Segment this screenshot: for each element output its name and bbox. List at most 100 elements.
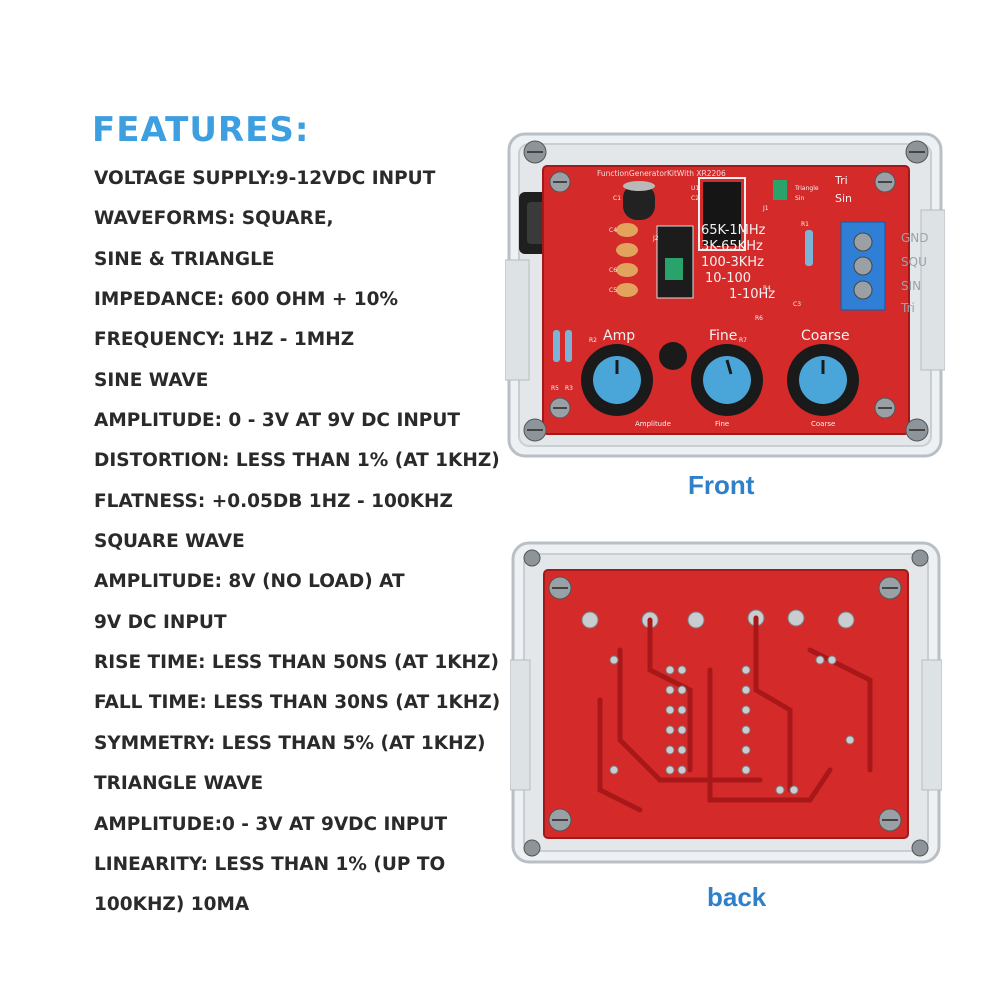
capacitor-top: [623, 181, 655, 191]
back-board-photo: [510, 541, 942, 864]
bottom-label: Amplitude: [635, 420, 671, 428]
component-label: R5: [551, 385, 559, 392]
screw-icon: [549, 397, 571, 419]
feature-item: FALL TIME: LESS THAN 30NS (AT 1KHZ): [94, 692, 501, 714]
amp-knob: [581, 344, 653, 416]
case-side-left: [510, 659, 531, 791]
jumper-cap: [665, 258, 683, 280]
features-title: FEATURES:: [92, 110, 310, 150]
bottom-label: Coarse: [811, 420, 835, 428]
wave-jumper-cap: [773, 180, 787, 200]
screw-icon: [874, 397, 896, 419]
range-label: 1-10Hz: [729, 287, 775, 302]
electrolytic-capacitor: [623, 184, 655, 220]
ceramic-capacitor: [616, 263, 638, 277]
component-label: J1: [762, 205, 769, 212]
component-label: J2: [652, 235, 659, 242]
feature-item: IMPEDANCE: 600 OHM + 10%: [94, 289, 399, 311]
terminal-screw-icon: [853, 232, 873, 252]
screw-icon: [878, 576, 902, 600]
feature-item: AMPLITUDE: 8V (NO LOAD) AT: [94, 571, 405, 593]
knob-label: Coarse: [801, 328, 850, 344]
component-label: C6: [609, 267, 617, 274]
resistor: [565, 330, 572, 362]
screw-icon: [548, 576, 572, 600]
terminal-label: Tri: [900, 301, 915, 315]
resistor: [805, 230, 813, 266]
screw-icon: [523, 549, 541, 567]
component-label: C1: [613, 195, 621, 202]
feature-item: SQUARE WAVE: [94, 531, 245, 553]
screw-icon: [878, 808, 902, 832]
feature-item: FREQUENCY: 1HZ - 1MHZ: [94, 329, 355, 351]
case-side-left: [505, 259, 530, 381]
feature-item: SINE WAVE: [94, 369, 209, 391]
wave-label: Tri: [834, 174, 848, 187]
feature-item: RISE TIME: LESS THAN 50NS (AT 1KHZ): [94, 652, 499, 674]
knob-label: Amp: [603, 328, 635, 344]
small-solder-pads: [609, 655, 855, 795]
case-side-right: [921, 659, 942, 791]
ceramic-capacitor: [616, 223, 638, 237]
range-label: 65K-1MHz: [701, 223, 766, 238]
case-side-right: [920, 209, 945, 371]
screw-icon: [549, 171, 571, 193]
terminal-label: SIN: [901, 279, 921, 293]
screw-icon: [905, 418, 929, 442]
feature-item: VOLTAGE SUPPLY:9-12VDC INPUT: [94, 168, 436, 189]
pcb-back: [543, 569, 909, 839]
feature-item: DISTORTION: LESS THAN 1% (AT 1KHZ): [94, 450, 500, 472]
screw-icon: [911, 549, 929, 567]
ic-socket: [698, 177, 746, 251]
ceramic-capacitor: [616, 283, 638, 297]
terminal-label: GND: [901, 231, 929, 245]
feature-item: SYMMETRY: LESS THAN 5% (AT 1KHZ): [94, 732, 486, 754]
screw-icon: [911, 839, 929, 857]
feature-item: LINEARITY: LESS THAN 1% (UP TO: [94, 853, 446, 875]
component-label: C3: [793, 301, 801, 308]
bottom-label: Fine: [715, 420, 729, 428]
feature-item: 100KHZ) 10MA: [94, 894, 250, 916]
terminal-label: SQU: [901, 255, 927, 269]
screw-icon: [523, 140, 547, 164]
component-label: U1: [691, 185, 699, 192]
coarse-knob: [787, 344, 859, 416]
component-label: R6: [755, 315, 763, 322]
feature-list: VOLTAGE SUPPLY:9-12VDC INPUT WAVEFORMS: …: [94, 164, 500, 931]
terminal-screw-icon: [853, 280, 873, 300]
screw-icon: [905, 140, 929, 164]
screw-icon: [548, 808, 572, 832]
screw-icon: [523, 839, 541, 857]
screw-icon: [874, 171, 896, 193]
fine-knob: [691, 344, 763, 416]
knob-label: Fine: [709, 328, 737, 344]
feature-item: TRIANGLE WAVE: [94, 773, 264, 795]
component-label: C5: [609, 287, 617, 294]
feature-item: SINE & TRIANGLE: [94, 248, 275, 270]
range-label: 3K-65KHz: [701, 239, 763, 254]
component-label: R2: [589, 337, 597, 344]
component-label: C2: [691, 195, 699, 202]
wave-label: Sin: [835, 192, 852, 205]
potentiometer-body: [659, 342, 687, 370]
component-label: R7: [739, 337, 747, 344]
back-caption: back: [707, 882, 767, 912]
range-label: 100-3KHz: [701, 255, 764, 270]
screw-icon: [523, 418, 547, 442]
component-label: C4: [609, 227, 617, 234]
range-label: 10-100: [705, 271, 751, 286]
feature-item: 9V DC INPUT: [94, 611, 227, 633]
ic-chip: [703, 182, 741, 246]
component-label: R1: [801, 221, 809, 228]
ceramic-capacitor: [616, 243, 638, 257]
component-label: R3: [565, 385, 573, 392]
component-label: R4: [763, 285, 771, 292]
front-board-photo: FunctionGeneratorKitWith XR2206 65K-1MHz…: [505, 132, 945, 458]
feature-item: AMPLITUDE: 0 - 3V AT 9V DC INPUT: [94, 410, 461, 432]
jumper-label: Sin: [795, 195, 804, 202]
resistor: [553, 330, 560, 362]
jumper-label: Triangle: [794, 185, 819, 192]
front-caption: Front: [688, 470, 755, 500]
feature-item: AMPLITUDE:0 - 3V AT 9VDC INPUT: [94, 813, 448, 835]
feature-item: WAVEFORMS: SQUARE,: [94, 208, 334, 230]
